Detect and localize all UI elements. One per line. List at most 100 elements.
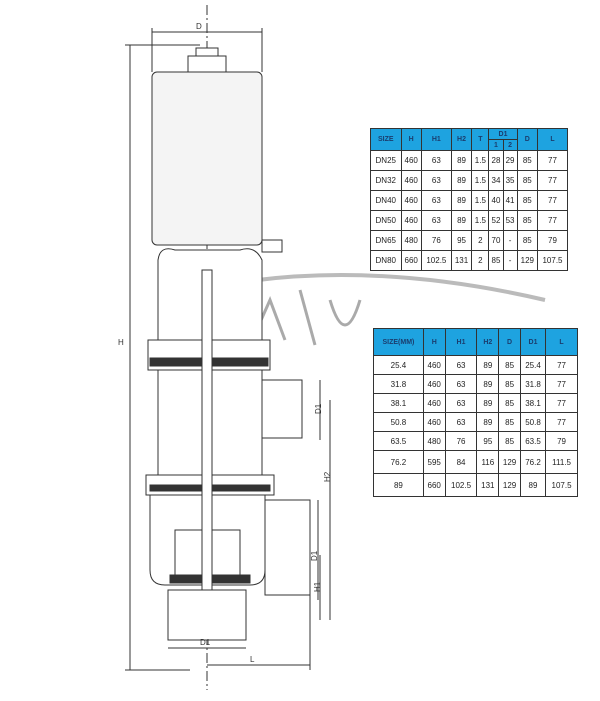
table-cell: 85 — [498, 393, 521, 413]
table-cell: 95 — [476, 431, 500, 451]
table-cell: 89 — [476, 374, 500, 394]
table-cell: 29 — [502, 150, 518, 171]
table-cell: 89 — [450, 150, 473, 171]
table-cell: 76 — [444, 431, 478, 451]
table-cell: 50.8 — [519, 412, 547, 432]
table-cell: 89 — [476, 412, 500, 432]
table-cell: 77 — [545, 412, 578, 432]
dim-label-h1: H1 — [313, 581, 322, 592]
table-cell: 38.1 — [373, 393, 424, 413]
table-cell: 41 — [502, 190, 518, 211]
table-cell: 129 — [498, 473, 521, 497]
table-cell: 63.5 — [519, 431, 547, 451]
table-header-cell: L — [545, 328, 578, 356]
table-cell: 77 — [537, 150, 568, 171]
table-cell: 460 — [422, 393, 446, 413]
table-cell: 63 — [420, 210, 452, 231]
table-cell: 63 — [444, 393, 478, 413]
table-cell: 25.4 — [519, 355, 547, 375]
dim-label-d1-upper: D1 — [314, 403, 323, 414]
table-cell: 38.1 — [519, 393, 547, 413]
table-cell: 480 — [422, 431, 446, 451]
table-cell: 76.2 — [519, 450, 547, 474]
table-cell: 79 — [537, 230, 568, 251]
table-cell: 85 — [498, 431, 521, 451]
table-header-cell: D — [498, 328, 521, 356]
table-cell: 85 — [498, 412, 521, 432]
table-cell: 63 — [444, 355, 478, 375]
table-cell: 63 — [420, 150, 452, 171]
table-cell: 35 — [502, 170, 518, 191]
table-cell: 102.5 — [444, 473, 478, 497]
table-cell: 460 — [422, 412, 446, 432]
table-cell: 31.8 — [373, 374, 424, 394]
table-cell: 111.5 — [545, 450, 578, 474]
table-cell: 34 — [488, 170, 504, 191]
table-cell: 77 — [537, 170, 568, 191]
table-cell: 89 — [373, 473, 424, 497]
table-cell: 28 — [488, 150, 504, 171]
dim-label-h2: H2 — [323, 471, 332, 482]
table-cell: 129 — [516, 250, 539, 271]
table-cell: DN32 — [370, 170, 402, 191]
table-header-cell: H2 — [476, 328, 500, 356]
table-header-cell: D1 — [519, 328, 547, 356]
table-cell: 77 — [545, 355, 578, 375]
table-cell: 40 — [488, 190, 504, 211]
table-cell: 85 — [516, 170, 539, 191]
table-cell: DN80 — [370, 250, 402, 271]
table-cell: 53 — [502, 210, 518, 231]
actuator-housing — [151, 71, 263, 246]
table-cell: 480 — [400, 230, 422, 251]
table-cell: 460 — [400, 150, 422, 171]
table-cell: 131 — [450, 250, 473, 271]
table-cell: 1.5 — [471, 190, 490, 211]
table-cell: 85 — [498, 355, 521, 375]
table-cell: DN50 — [370, 210, 402, 231]
table-cell: 63 — [444, 412, 478, 432]
table-cell: 85 — [516, 150, 539, 171]
table-cell: 85 — [498, 374, 521, 394]
table-cell: - — [502, 250, 518, 271]
table-cell: 107.5 — [537, 250, 568, 271]
dim-label-d1-lower: D1 — [310, 550, 319, 561]
table-cell: 460 — [400, 210, 422, 231]
table-header-cell: SIZE(MM) — [373, 328, 424, 356]
table-cell: 1.5 — [471, 210, 490, 231]
dim-label-h: H — [118, 338, 124, 347]
table-cell: 89 — [450, 210, 473, 231]
table-cell: 79 — [545, 431, 578, 451]
header-h1: H1 — [420, 128, 452, 151]
table-cell: 89 — [476, 355, 500, 375]
dim-label-d1-bottom: D1 — [200, 638, 211, 647]
table-cell: 116 — [476, 450, 500, 474]
header-h: H — [400, 128, 422, 151]
table-cell: 595 — [422, 450, 446, 474]
table-header-cell: H — [422, 328, 446, 356]
table-cell: 31.8 — [519, 374, 547, 394]
header-size: SIZE — [370, 128, 402, 151]
table-cell: 77 — [545, 374, 578, 394]
table-cell: 129 — [498, 450, 521, 474]
table-cell: 77 — [537, 210, 568, 231]
table-cell: 77 — [545, 393, 578, 413]
table-cell: 89 — [450, 170, 473, 191]
table-header-cell: H1 — [444, 328, 478, 356]
header-d1-sub-1: 1 — [488, 139, 504, 151]
table-cell: 89 — [450, 190, 473, 211]
table-cell: 89 — [519, 473, 547, 497]
header-d1-sub-2: 2 — [502, 139, 518, 151]
table-cell: 76.2 — [373, 450, 424, 474]
table-cell: DN40 — [370, 190, 402, 211]
